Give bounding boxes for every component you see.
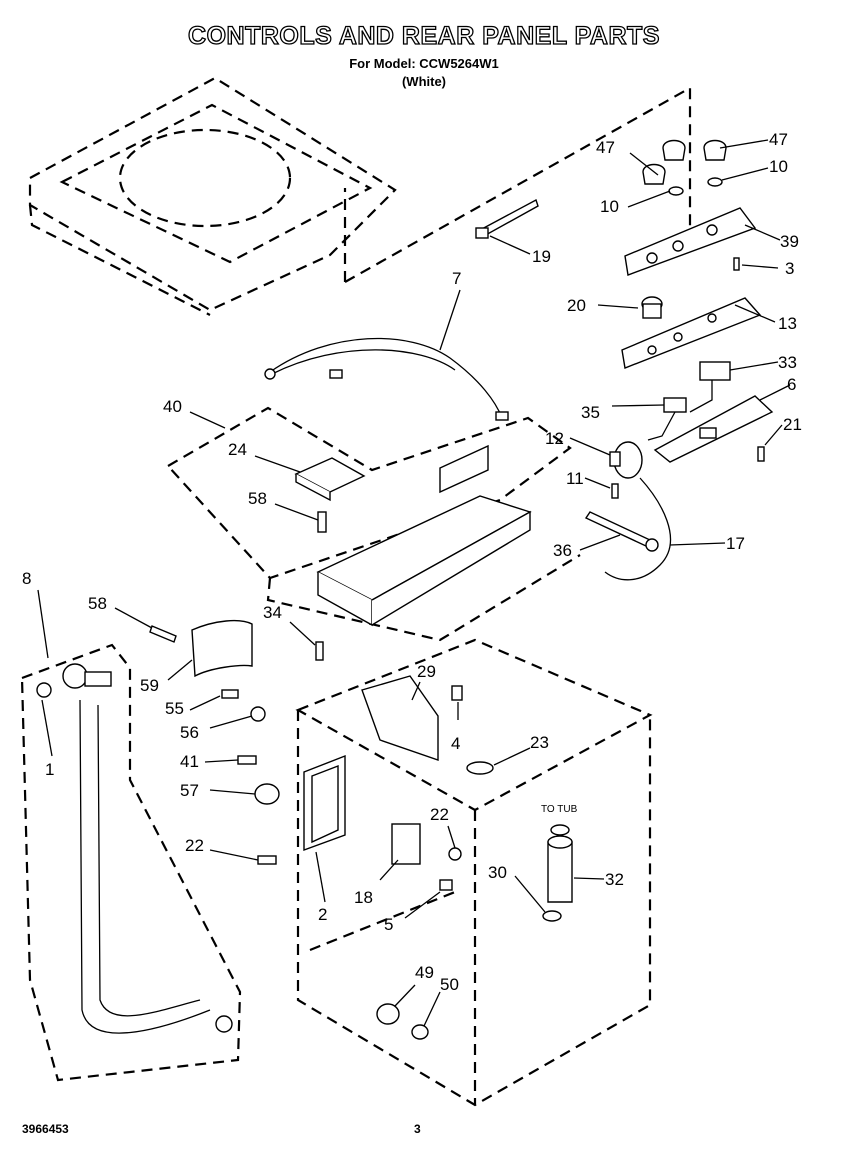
hose-32 xyxy=(542,824,573,922)
cable-tie-19 xyxy=(475,198,539,239)
page-number: 3 xyxy=(414,1122,421,1136)
callout-1: 1 xyxy=(45,760,54,779)
callout-2: 2 xyxy=(318,905,327,924)
callout-35: 35 xyxy=(581,403,600,422)
callout-11: 11 xyxy=(566,469,584,488)
water-valve-18 xyxy=(391,823,462,891)
callout-6: 6 xyxy=(787,375,796,394)
grommets-49-50 xyxy=(376,1003,429,1040)
switch-35 xyxy=(647,397,687,441)
doc-number: 3966453 xyxy=(22,1122,69,1136)
callout-58: 58 xyxy=(248,489,267,508)
callout-29: 29 xyxy=(417,662,436,681)
callout-17: 17 xyxy=(726,534,745,553)
inlet-hose-outline xyxy=(20,643,242,1082)
page-title: CONTROLS AND REAR PANEL PARTS xyxy=(187,21,660,50)
callout-19: 19 xyxy=(532,247,551,266)
callout-40: 40 xyxy=(163,397,182,416)
control-panel-leader xyxy=(343,86,692,283)
clip-58-lower xyxy=(149,625,177,643)
console-body xyxy=(316,444,532,627)
callout-55: 55 xyxy=(165,699,184,718)
callout-30: 30 xyxy=(488,863,507,882)
bracket-6 xyxy=(653,395,774,463)
callout-41: 41 xyxy=(180,752,199,771)
callout-5: 5 xyxy=(384,915,393,934)
callout-23: 23 xyxy=(530,733,549,752)
terminal-block-2 xyxy=(303,754,346,852)
callout-4: 4 xyxy=(451,734,460,753)
clip-4 xyxy=(451,685,463,701)
callout-58: 58 xyxy=(88,594,107,613)
callout-47: 47 xyxy=(769,130,788,149)
panel-plate-39 xyxy=(624,207,757,276)
callout-3: 3 xyxy=(785,259,794,278)
callout-59: 59 xyxy=(140,676,159,695)
screws-small xyxy=(611,257,765,499)
cable-tie-36 xyxy=(584,511,659,552)
timer-12 xyxy=(609,441,643,479)
to-tub-note: TO TUB xyxy=(541,804,578,815)
callout-20: 20 xyxy=(567,296,586,315)
callout-56: 56 xyxy=(180,723,199,742)
callout-47: 47 xyxy=(596,138,615,157)
callout-7: 7 xyxy=(452,269,461,288)
callout-22: 22 xyxy=(185,836,204,855)
callout-12: 12 xyxy=(545,429,564,448)
callout-34: 34 xyxy=(263,603,282,622)
callout-32: 32 xyxy=(605,870,624,889)
ring-23 xyxy=(466,761,494,775)
callout-49: 49 xyxy=(415,963,434,982)
callout-8: 8 xyxy=(22,569,31,588)
callout-18: 18 xyxy=(354,888,373,907)
hose-bracket-59 xyxy=(191,619,253,678)
screw-34 xyxy=(315,641,324,661)
callout-39: 39 xyxy=(780,232,799,251)
callout-21: 21 xyxy=(783,415,802,434)
color-line: (White) xyxy=(401,74,447,89)
bracket-29 xyxy=(361,675,439,761)
callout-22: 22 xyxy=(430,805,449,824)
fasteners-55-56-41-57-22 xyxy=(221,689,280,865)
console-outline xyxy=(166,406,581,642)
callout-10: 10 xyxy=(769,157,788,176)
callout-57: 57 xyxy=(180,781,199,800)
callout-24: 24 xyxy=(228,440,247,459)
wire-harness-7 xyxy=(264,337,509,421)
leader-lines xyxy=(37,139,791,1027)
model-line: For Model: CCW5264W1 xyxy=(349,56,499,71)
knobs-47 xyxy=(642,139,727,196)
callout-36: 36 xyxy=(553,541,572,560)
rear-panel-outline xyxy=(295,638,653,1107)
bracket-13 xyxy=(621,296,762,369)
callout-50: 50 xyxy=(440,975,459,994)
callout-13: 13 xyxy=(778,314,797,333)
callout-10: 10 xyxy=(600,197,619,216)
callout-labels: 47 47 10 10 39 3 20 13 33 6 21 35 12 11 … xyxy=(22,130,802,994)
cable-17 xyxy=(604,477,672,581)
top-cover-outline xyxy=(28,76,397,316)
callout-33: 33 xyxy=(778,353,797,372)
bracket-24 xyxy=(294,457,366,502)
inlet-hoses-8 xyxy=(36,663,233,1034)
clip-58-upper xyxy=(317,511,327,533)
switch-33 xyxy=(689,361,731,413)
